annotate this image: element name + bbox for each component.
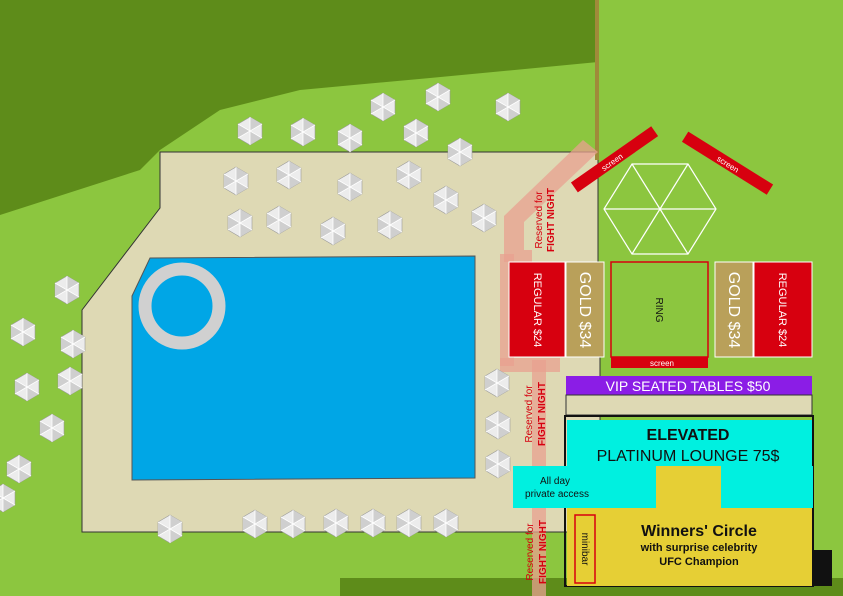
gold-left-label: GOLD $34	[576, 272, 593, 349]
minibar-label: minibar	[579, 533, 590, 566]
reserved-label-bottom: Reserved for FIGHT NIGHT	[525, 520, 549, 584]
vip-tables-block	[566, 376, 812, 395]
regular-right-block	[753, 261, 813, 358]
regular-left-block	[508, 261, 566, 358]
svg-text:Reserved for: Reserved for	[525, 523, 536, 581]
screen-bottom-label: screen	[650, 359, 674, 368]
lounge-yellow-gap	[656, 466, 721, 508]
winners-title: Winners' Circle	[641, 523, 757, 540]
svg-text:FIGHT NIGHT: FIGHT NIGHT	[538, 520, 549, 584]
svg-text:FIGHT NIGHT: FIGHT NIGHT	[537, 382, 548, 446]
regular-left-label: REGULAR $24	[531, 273, 543, 348]
gold-right-label: GOLD $34	[725, 272, 742, 349]
private-access-line1: All day	[540, 476, 570, 487]
minibar-box	[574, 514, 596, 584]
platinum-lounge-block	[567, 420, 812, 466]
reserved-label-middle: Reserved for FIGHT NIGHT	[524, 382, 548, 446]
dark-grass-area	[0, 0, 598, 215]
gold-right-block	[714, 261, 754, 358]
vip-tables-label: VIP SEATED TABLES $50	[606, 378, 771, 394]
ring-block	[610, 261, 709, 358]
reserved-walkway-top	[504, 140, 598, 262]
gold-left-block	[565, 261, 605, 358]
pool-float-ring	[138, 262, 226, 350]
reserved-label-top: Reserved for FIGHT NIGHT	[534, 188, 557, 252]
svg-text:Reserved for: Reserved for	[534, 191, 545, 249]
regular-right-label: REGULAR $24	[776, 273, 788, 348]
lounge-subtitle: PLATINUM LOUNGE 75$	[597, 448, 780, 465]
private-access-line2: private access	[525, 489, 589, 500]
vip-deck	[565, 394, 813, 416]
svg-text:Reserved for: Reserved for	[524, 385, 535, 443]
pool	[131, 255, 476, 481]
winners-circle-corner	[812, 550, 832, 586]
hexagon-tent	[603, 163, 717, 255]
svg-text:FIGHT NIGHT: FIGHT NIGHT	[546, 188, 557, 252]
screen-bottom	[611, 357, 708, 368]
lounge-title: ELEVATED	[647, 427, 730, 444]
ring-label: RING	[653, 298, 664, 323]
private-access-block	[513, 466, 656, 508]
lounge-cyan-right	[721, 466, 813, 508]
reserved-walkway-corner	[500, 358, 560, 372]
winners-circle-block	[567, 508, 812, 586]
winners-line2: UFC Champion	[659, 556, 739, 568]
winners-line1: with surprise celebrity	[640, 542, 759, 554]
